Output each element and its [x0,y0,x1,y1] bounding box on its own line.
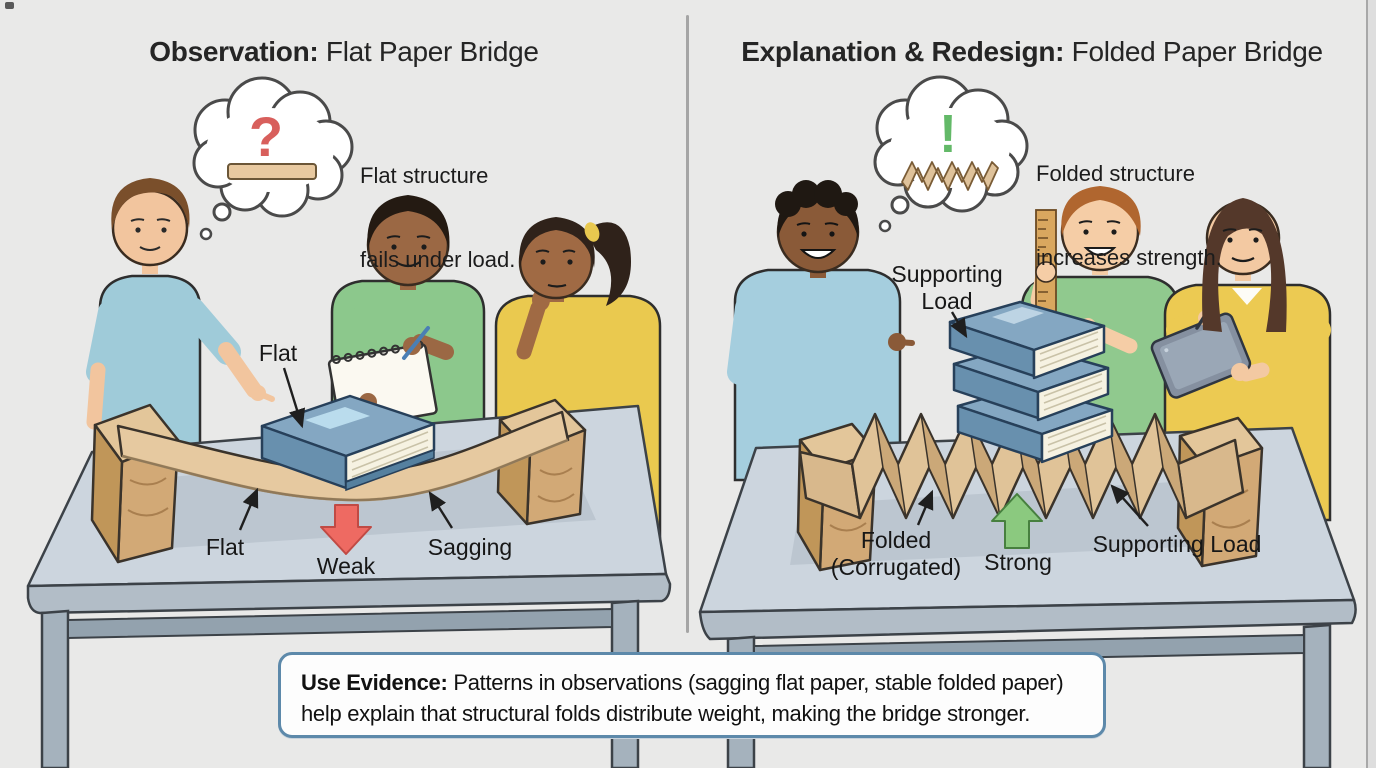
pen-icon [402,326,430,360]
left-bubble-note: Flat structure fails under load. [360,163,516,272]
student-pointing-right [727,180,915,482]
right-bubble-note: Folded structure increases strength. [1036,161,1222,270]
label-arrow-flat-top [282,367,306,429]
label-folded-corrugated: Folded (Corrugated) [830,527,962,580]
zigzag-paper-icon [901,161,999,191]
question-mark-icon: ? [249,105,283,168]
label-strong: Strong [984,549,1052,575]
exclamation-icon: ! [939,104,957,164]
label-weak: Weak [316,553,376,579]
label-sagging: Sagging [427,534,513,560]
label-arrow-sagging [428,490,454,529]
label-arrow-supporting-top [950,311,968,339]
label-flat-bottom: Flat [205,534,245,560]
label-arrow-flat-bottom [238,487,259,531]
thought-bubble-question: ? [192,76,354,241]
caption-line-1: Use Evidence: Patterns in observations (… [301,670,1064,695]
tablet-icon [1150,312,1252,399]
left-panel-title: Observation: Flat Paper Bridge [149,36,539,67]
label-arrow-supporting-bottom [1110,484,1149,527]
label-supporting-load-top: Supporting Load [891,261,1003,314]
strong-up-arrow [991,493,1043,549]
thought-bubble-exclamation: ! [873,75,1029,233]
wood-block-left [90,403,180,564]
textbook [260,394,436,492]
weak-down-arrow [320,504,372,555]
label-arrows [238,311,1149,531]
student-pointing-left [86,178,275,454]
caption-line-2: help explain that structural folds distr… [301,701,1031,726]
right-edge-line [1366,0,1368,768]
flat-paper-icon [227,163,317,180]
label-arrow-folded [916,489,934,526]
collar [1232,288,1262,305]
corner-artifact [5,2,14,9]
panel-divider [686,15,689,633]
hair-tie [584,222,600,242]
use-evidence-caption: Use Evidence: Patterns in observations (… [278,652,1106,738]
label-flat-top: Flat [258,340,298,366]
label-supporting-load-bottom: Supporting Load [1092,531,1262,557]
right-edge-strip [1366,0,1376,768]
book-stack [948,300,1114,464]
right-panel-title: Explanation & Redesign: Folded Paper Bri… [741,36,1323,67]
